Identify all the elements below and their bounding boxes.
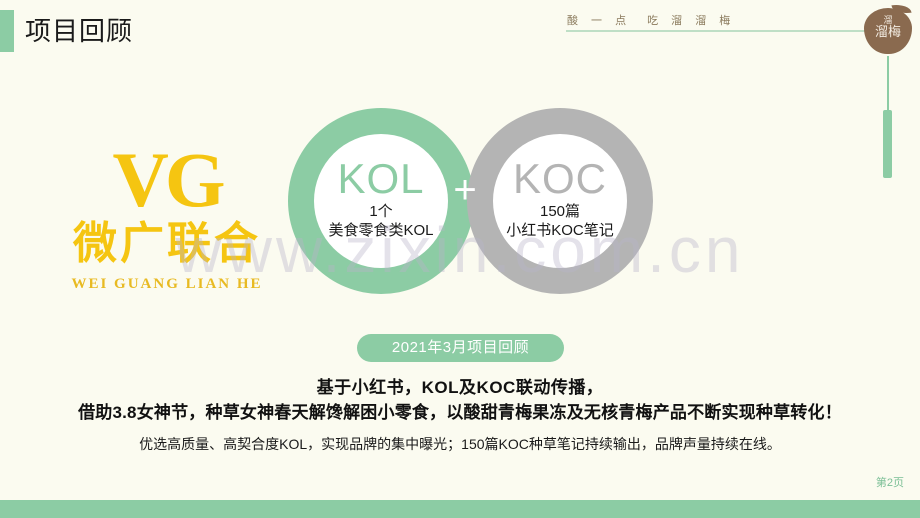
brand-slogan: 酸 一 点 吃 溜 溜 梅: [567, 15, 736, 27]
venn-right-count: 150篇: [539, 203, 581, 220]
agency-logo-pinyin: WEI GUANG LIAN HE: [71, 276, 263, 292]
page-title: 项目回顾: [25, 16, 134, 46]
seal-ribbon-line: [887, 56, 889, 112]
period-badge: 2021年3月项目回顾: [357, 334, 564, 362]
agency-logo: VG 微广联合 WEI GUANG LIAN HE: [42, 140, 292, 294]
headline-line-1: 基于小红书，KOL及KOC联动传播，: [316, 378, 604, 397]
headline-block: 基于小红书，KOL及KOC联动传播， 借助3.8女神节，种草女神春天解馋解困小零…: [0, 375, 920, 426]
subcopy-text: 优选高质量、高契合度KOL，实现品牌的集中曝光；150篇KOC种草笔记持续输出，…: [139, 436, 781, 452]
agency-logo-chinese: 微广联合: [73, 219, 261, 268]
brand-seal-logo: 溜 溜梅: [862, 2, 914, 58]
seal-text-line2: 溜梅: [874, 24, 901, 39]
page-number: 第2页: [875, 477, 904, 489]
seal-body-shape: [864, 8, 912, 54]
seal-text-line1: 溜: [883, 15, 893, 25]
venn-plus-icon: +: [453, 168, 477, 212]
seal-ribbon-bar: [883, 110, 892, 178]
venn-left-heading: KOL: [337, 155, 425, 202]
venn-right-content: KOC 150篇 小红书KOC笔记: [493, 134, 627, 268]
venn-right-description: 小红书KOC笔记: [506, 222, 614, 239]
footer-bar: [0, 500, 920, 518]
venn-left-description: 美食零食类KOL: [328, 222, 434, 239]
title-accent-bar: [0, 10, 14, 52]
slogan-divider: [566, 30, 866, 32]
venn-left-content: KOL 1个 美食零食类KOL: [314, 134, 448, 268]
venn-left-count: 1个: [369, 203, 393, 220]
agency-logo-mark: VG: [112, 136, 226, 223]
seal-text: 溜 溜梅: [862, 15, 914, 39]
headline-line-2: 借助3.8女神节，种草女神春天解馋解困小零食，以酸甜青梅果冻及无核青梅产品不断实…: [78, 403, 842, 422]
venn-right-heading: KOC: [512, 155, 607, 202]
